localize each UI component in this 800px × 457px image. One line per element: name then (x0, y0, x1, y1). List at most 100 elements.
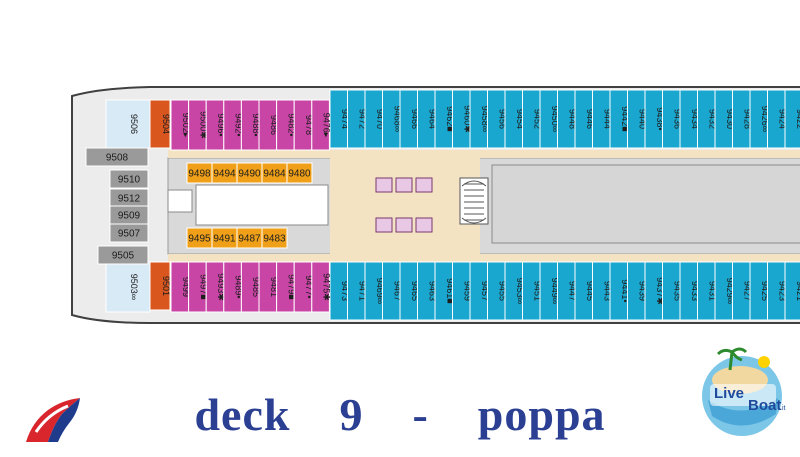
cabin-bottom-magenta[interactable]: 9485 (240, 261, 261, 313)
cabin-top-blue[interactable]: 9446 (574, 89, 595, 149)
cabin-aft-gray[interactable]: 9512 (109, 188, 149, 208)
cabin-bottom-magenta[interactable]: 9481 (258, 261, 279, 313)
cabin-bottom-blue[interactable]: 9457 (469, 261, 490, 321)
cabin-inner-orange-bottom[interactable]: 9495 (186, 227, 213, 249)
cabin-number: 9486 (269, 115, 279, 135)
cabin-number: 9467 (392, 281, 402, 301)
cabin-bottom-blue[interactable]: 9421 (784, 261, 800, 321)
cabin-inner-orange-top[interactable]: 9484 (261, 162, 288, 184)
cabin-bottom-blue[interactable]: 9427 (732, 261, 753, 321)
cabin-top-blue[interactable]: 9462■ (434, 89, 455, 149)
cabin-bottom-magenta[interactable]: 9477• (293, 261, 314, 313)
cabin-bottom-blue[interactable]: 9433 (679, 261, 700, 321)
cabin-top-blue[interactable]: 9434 (679, 89, 700, 149)
cabin-top-blue[interactable]: 9450∞ (539, 89, 560, 149)
cabin-aft-suite-top[interactable]: 9506 (105, 99, 151, 149)
cabin-top-blue[interactable]: 9466 (399, 89, 420, 149)
cabin-top-blue[interactable]: 9438• (644, 89, 665, 149)
cabin-bottom-magenta[interactable]: 9493✱ (205, 261, 226, 313)
cabin-top-blue[interactable]: 9422 (784, 89, 800, 149)
cabin-bottom-blue[interactable]: 9435 (662, 261, 683, 321)
cabin-aft-gray[interactable]: 9509 (109, 205, 149, 225)
cabin-aft-red-bottom[interactable]: 9501 (149, 261, 171, 311)
cabin-inner-orange-top[interactable]: 9490 (236, 162, 263, 184)
cabin-bottom-blue[interactable]: 9467 (382, 261, 403, 321)
cabin-aft-red-top[interactable]: 9504 (149, 99, 171, 149)
cabin-inner-orange-top[interactable]: 9480 (286, 162, 313, 184)
cabin-top-blue[interactable]: 9436 (662, 89, 683, 149)
cabin-bottom-blue[interactable]: 9445 (574, 261, 595, 321)
cabin-inner-orange-bottom[interactable]: 9491 (211, 227, 238, 249)
cabin-top-blue[interactable]: 9430 (714, 89, 735, 149)
cabin-number: 9441• (620, 279, 630, 302)
cabin-bottom-blue[interactable]: 9455 (487, 261, 508, 321)
cabin-bottom-blue[interactable]: 9449∞ (539, 261, 560, 321)
cabin-top-blue[interactable]: 9470 (364, 89, 385, 149)
cabin-number: 9469∞ (375, 278, 385, 304)
cabin-bottom-blue[interactable]: 9469∞ (364, 261, 385, 321)
cabin-bottom-blue[interactable]: 9437✱ (644, 261, 665, 321)
cabin-bottom-blue[interactable]: 9447 (557, 261, 578, 321)
cabin-aft-gray[interactable]: 9505 (97, 245, 149, 265)
cabin-bottom-blue[interactable]: 9429∞ (714, 261, 735, 321)
cabin-bottom-magenta[interactable]: 9489• (223, 261, 244, 313)
cabin-top-blue[interactable]: 9460✱ (452, 89, 473, 149)
cabin-bottom-blue[interactable]: 9431 (697, 261, 718, 321)
cabin-bottom-magenta[interactable]: 9475✱ (311, 261, 332, 313)
cabin-top-blue[interactable]: 9426∞ (749, 89, 770, 149)
cabin-aft-gray[interactable]: 9507 (109, 223, 149, 243)
cabin-top-blue[interactable]: 9448 (557, 89, 578, 149)
cabin-top-blue[interactable]: 9472 (347, 89, 368, 149)
cabin-aft-gray[interactable]: 9510 (109, 169, 149, 189)
cabin-top-blue[interactable]: 9456 (487, 89, 508, 149)
cabin-top-magenta[interactable]: 9500✱ (188, 99, 209, 151)
cabin-aft-suite-bottom[interactable]: 9503∞ (105, 261, 151, 313)
cabin-top-magenta[interactable]: 9482▪ (276, 99, 297, 151)
cabin-top-blue[interactable]: 9474 (329, 89, 350, 149)
cabin-bottom-magenta[interactable]: 9479■ (276, 261, 297, 313)
cabin-bottom-magenta[interactable]: 9499 (170, 261, 191, 313)
cabin-top-blue[interactable]: 9440 (627, 89, 648, 149)
cabin-number: 9446 (585, 109, 595, 129)
cabin-bottom-blue[interactable]: 9461■ (434, 261, 455, 321)
cabin-bottom-blue[interactable]: 9453∞ (504, 261, 525, 321)
cabin-top-blue[interactable]: 9464 (417, 89, 438, 149)
cabin-inner-orange-top[interactable]: 9494 (211, 162, 238, 184)
cabin-bottom-magenta[interactable]: 9497■ (188, 261, 209, 313)
cabin-number: 9438• (655, 107, 665, 130)
cabin-top-blue[interactable]: 9468∞ (382, 89, 403, 149)
cabin-bottom-blue[interactable]: 9423 (767, 261, 788, 321)
cabin-top-magenta[interactable]: 9492• (223, 99, 244, 151)
cabin-number: 9448 (567, 109, 577, 129)
cabin-top-magenta[interactable]: 9488▪ (240, 99, 261, 151)
cabin-inner-orange-bottom[interactable]: 9487 (236, 227, 263, 249)
cabin-top-blue[interactable]: 9442■ (609, 89, 630, 149)
cabin-top-blue[interactable]: 9432 (697, 89, 718, 149)
cabin-number: 9472 (357, 109, 367, 129)
cabin-bottom-blue[interactable]: 9465 (399, 261, 420, 321)
cabin-bottom-blue[interactable]: 9473 (329, 261, 350, 321)
cabin-inner-orange-top[interactable]: 9498 (186, 162, 213, 184)
cabin-top-magenta[interactable]: 9496▪ (205, 99, 226, 151)
cabin-top-magenta[interactable]: 9478 (293, 99, 314, 151)
cabin-top-magenta[interactable]: 9502▸ (170, 99, 191, 151)
cabin-top-blue[interactable]: 9424 (767, 89, 788, 149)
cabin-bottom-blue[interactable]: 9439 (627, 261, 648, 321)
cabin-bottom-blue[interactable]: 9463 (417, 261, 438, 321)
cabin-top-blue[interactable]: 9428 (732, 89, 753, 149)
cabin-top-blue[interactable]: 9444 (592, 89, 613, 149)
cabin-inner-orange-bottom[interactable]: 9483 (261, 227, 288, 249)
cabin-top-magenta[interactable]: 9486 (258, 99, 279, 151)
cabin-aft-gray[interactable]: 9508 (85, 147, 149, 167)
cabin-bottom-blue[interactable]: 9451 (522, 261, 543, 321)
cabin-top-blue[interactable]: 9454 (504, 89, 525, 149)
cabin-top-blue[interactable]: 9452 (522, 89, 543, 149)
cabin-bottom-blue[interactable]: 9443 (592, 261, 613, 321)
cabin-bottom-blue[interactable]: 9425 (749, 261, 770, 321)
cabin-top-magenta[interactable]: 9476▸ (311, 99, 332, 151)
cabin-number: 9434 (690, 109, 700, 129)
cabin-bottom-blue[interactable]: 9459 (452, 261, 473, 321)
cabin-bottom-blue[interactable]: 9441• (609, 261, 630, 321)
cabin-bottom-blue[interactable]: 9471 (347, 261, 368, 321)
cabin-top-blue[interactable]: 9458∞ (469, 89, 490, 149)
